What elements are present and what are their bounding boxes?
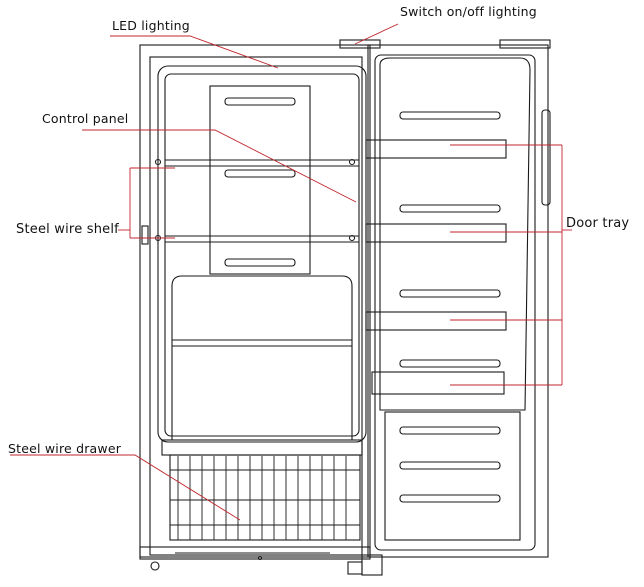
leader-lines xyxy=(10,23,572,521)
back-panel-slot-1 xyxy=(224,97,296,106)
drawer-wires xyxy=(170,456,360,540)
bottom-hinge xyxy=(361,554,383,576)
door-slot xyxy=(399,426,501,435)
drawer-top-rail xyxy=(161,439,363,456)
door-slot xyxy=(399,494,501,503)
door-tray-4 xyxy=(371,371,505,395)
door-liner xyxy=(374,54,536,551)
label-steel-wire-shelf: Steel wire shelf xyxy=(16,222,119,237)
label-control-panel: Control panel xyxy=(42,111,129,126)
door-lower-bin xyxy=(384,411,521,541)
shelf-support xyxy=(348,234,356,242)
door-slot xyxy=(399,111,501,120)
door-slot xyxy=(399,461,501,470)
door-outer xyxy=(367,44,549,558)
drawer-frame xyxy=(169,454,361,541)
shelf-support xyxy=(154,158,162,166)
door-slot xyxy=(399,204,501,213)
door-tray-2 xyxy=(365,223,507,243)
back-panel xyxy=(209,85,311,275)
back-panel-slot-3 xyxy=(224,258,296,267)
cabinet xyxy=(139,44,371,575)
door xyxy=(339,39,551,576)
leader-control xyxy=(82,129,357,203)
door-inner-panel xyxy=(379,57,531,411)
cabinet-inner-edge xyxy=(149,56,363,556)
top-bracket xyxy=(499,39,551,49)
door-tray-3 xyxy=(365,311,507,331)
leader-drawer xyxy=(10,454,241,521)
leveling-foot xyxy=(150,561,160,571)
label-led-lighting: LED lighting xyxy=(112,18,190,33)
leader-switch xyxy=(354,23,399,45)
leader-led xyxy=(110,35,279,69)
label-steel-wire-drawer: Steel wire drawer xyxy=(8,441,122,456)
base-plate xyxy=(139,546,371,560)
top-hinge xyxy=(339,39,381,49)
shelf-support xyxy=(348,158,356,166)
base-foot-right xyxy=(347,561,363,575)
cabinet-liner-inner xyxy=(164,73,360,437)
door-handle xyxy=(541,109,551,206)
door-tray-1 xyxy=(365,139,507,159)
door-slot xyxy=(399,359,501,368)
back-panel-slot-2 xyxy=(224,169,296,178)
label-switch-lighting: Switch on/off lighting xyxy=(400,4,537,19)
door-slot xyxy=(399,289,501,298)
base-screw xyxy=(257,555,263,561)
cabinet-liner xyxy=(157,65,367,443)
lower-compartment xyxy=(171,275,353,441)
label-door-tray: Door tray xyxy=(566,216,630,231)
hinge-mark xyxy=(141,225,149,245)
cabinet-outer xyxy=(139,44,371,558)
